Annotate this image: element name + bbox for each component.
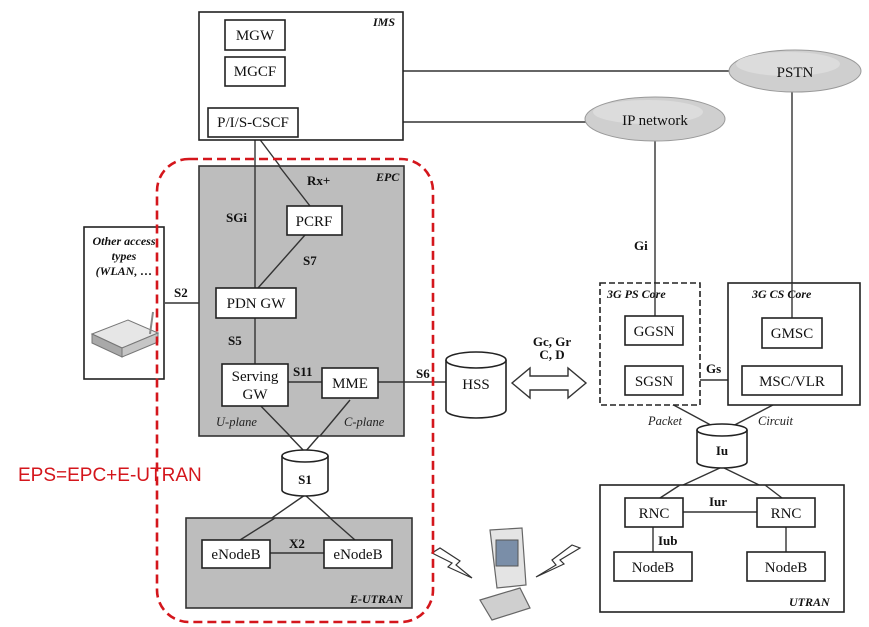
mgw-box <box>224 19 286 51</box>
eps-boundary <box>155 157 435 624</box>
mme-text: MME <box>332 376 368 392</box>
ip-network-text: IP network <box>622 113 688 129</box>
cscf-box <box>207 107 299 138</box>
serving-gw-text-line2: GW <box>243 387 269 403</box>
iub-label: Iub <box>658 533 678 548</box>
pstn-cloud-highlight <box>736 52 840 76</box>
iu-cylinder: Iu <box>696 423 748 469</box>
gs-label: Gs <box>706 361 721 376</box>
s1-cylinder: S1 <box>281 449 329 497</box>
rnc-right-box <box>756 497 816 528</box>
enodeb-left-box <box>201 539 271 569</box>
epc-label: EPC <box>375 170 400 184</box>
x2-label: X2 <box>289 536 305 551</box>
mobile-phone-icon <box>479 527 531 621</box>
s11-label: S11 <box>293 364 313 379</box>
phone-lower <box>479 587 531 621</box>
enodeb-right-box <box>323 539 393 569</box>
hss-text: HSS <box>462 377 490 393</box>
router-antenna <box>149 311 154 335</box>
iu-label: Iu <box>716 443 728 458</box>
c-plane-inner-link <box>319 399 351 437</box>
ggsn-text: GGSN <box>634 324 675 340</box>
rnc-left-text: RNC <box>639 506 670 522</box>
pcrf-box <box>286 205 343 236</box>
s1-label: S1 <box>298 472 312 487</box>
sgsn-box <box>624 365 684 396</box>
gmsc-text: GMSC <box>771 326 814 342</box>
ims-label: IMS <box>372 15 395 29</box>
pstn-text: PSTN <box>777 65 814 81</box>
mgcf-text: MGCF <box>234 64 277 80</box>
enodeb-left-text: eNodeB <box>211 547 260 563</box>
ip-network-cloud-highlight <box>593 100 703 124</box>
msc-vlr-text: MSC/VLR <box>759 374 825 390</box>
mgcf-box <box>224 56 286 87</box>
s5-label: S5 <box>228 333 242 348</box>
iu-rnc-right-inner-link <box>764 484 783 499</box>
iu-cylinder-top <box>696 423 748 437</box>
ps-core-label: 3G PS Core <box>606 287 666 301</box>
lightning-right-icon <box>535 544 582 578</box>
hss-cylinder-top <box>445 351 507 369</box>
gi-label: Gi <box>634 238 648 253</box>
pdn-gw-text: PDN GW <box>227 296 287 312</box>
circuit-label: Circuit <box>758 414 793 428</box>
s2-label: S2 <box>174 285 188 300</box>
rx-inner-link <box>278 165 311 207</box>
serving-gw-text-line1: Serving <box>232 369 279 385</box>
lightning-left-icon <box>430 547 473 579</box>
eps-annotation: EPS=EPC+E-UTRAN <box>18 465 202 486</box>
packet-label: Packet <box>647 414 683 428</box>
sgsn-text: SGSN <box>635 374 674 390</box>
wlan-router-icon <box>90 311 160 358</box>
s6-label: S6 <box>416 366 430 381</box>
gc-label-line2: C, D <box>539 347 564 362</box>
utran-label: UTRAN <box>789 595 831 609</box>
cs-core-label: 3G CS Core <box>751 287 812 301</box>
iu-cylinder-body <box>696 430 748 469</box>
s7-label: S7 <box>303 253 317 268</box>
other-access-line1: Other access <box>93 234 156 248</box>
nodeb-left-text: NodeB <box>632 560 675 576</box>
other-access-line2: types <box>112 249 137 263</box>
pstn-cloud: PSTN <box>728 49 862 93</box>
mgw-text: MGW <box>236 28 275 44</box>
gmsc-box <box>761 317 823 349</box>
eutran-label: E-UTRAN <box>349 592 404 606</box>
mme-box <box>321 367 379 399</box>
s1-cylinder-top <box>281 449 329 463</box>
serving-gw-box <box>221 363 289 407</box>
iur-label: Iur <box>709 494 727 509</box>
s1-right-inner-link <box>329 517 356 541</box>
ip-network-cloud: IP network <box>584 96 726 142</box>
u-plane-label: U-plane <box>216 415 257 429</box>
pcrf-text: PCRF <box>296 214 333 230</box>
nodeb-right-box <box>746 551 826 582</box>
rx-label: Rx+ <box>307 173 330 188</box>
s1-cylinder-body <box>281 456 329 497</box>
hss-cylinder: HSS <box>445 351 507 419</box>
c-plane-label: C-plane <box>344 415 385 429</box>
gc-label-line1: Gc, Gr <box>533 334 571 349</box>
epc-inner-lines <box>254 165 404 437</box>
iu-rnc-left-inner-link <box>659 484 681 499</box>
other-access-line3: (WLAN, … <box>96 264 153 278</box>
nodeb-left-box <box>613 551 693 582</box>
hss-cylinder-body <box>445 360 507 419</box>
sgi-label: SGi <box>226 210 247 225</box>
rnc-left-box <box>624 497 684 528</box>
s1-left-inner-link <box>239 517 276 541</box>
pdn-gw-box <box>215 287 297 319</box>
cscf-text: P/I/S-CSCF <box>217 115 289 131</box>
enodeb-right-text: eNodeB <box>333 547 382 563</box>
msc-vlr-box <box>741 365 843 396</box>
nodeb-right-text: NodeB <box>765 560 808 576</box>
ggsn-box <box>624 315 684 346</box>
phone-screen <box>495 539 519 567</box>
s7-inner-link <box>257 234 306 289</box>
double-arrow-icon <box>510 366 588 400</box>
rnc-right-text: RNC <box>771 506 802 522</box>
